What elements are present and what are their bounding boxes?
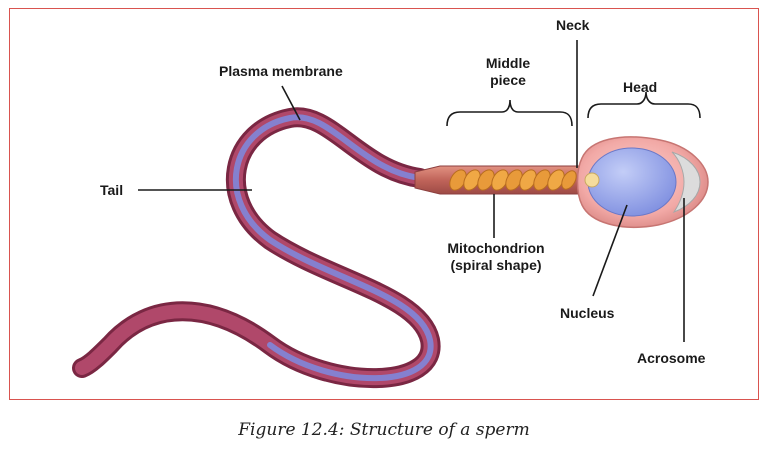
acrosome-shape	[671, 151, 701, 214]
nucleus-shape	[587, 147, 677, 217]
label-middle-piece: Middle piece	[472, 55, 544, 89]
middle-piece-bracket	[446, 99, 573, 127]
label-mitochondrion-line2: (spiral shape)	[450, 257, 542, 273]
label-mitochondrion: Mitochondrion (spiral shape)	[436, 240, 556, 274]
label-nucleus: Nucleus	[560, 305, 615, 321]
figure-caption: Figure 12.4: Structure of a sperm	[238, 420, 530, 440]
label-mitochondrion-line1: Mitochondrion	[447, 240, 545, 256]
head-bracket	[587, 91, 701, 119]
label-middle-piece-line1: Middle	[485, 55, 531, 71]
neck-centriole	[584, 172, 600, 188]
label-plasma-membrane: Plasma membrane	[219, 63, 343, 79]
head-shape	[576, 136, 709, 228]
nucleus-leader	[592, 204, 628, 297]
label-tail: Tail	[100, 182, 124, 198]
label-middle-piece-line2: piece	[490, 72, 526, 88]
label-head: Head	[623, 79, 658, 95]
middle-piece-shape	[414, 165, 581, 195]
label-acrosome: Acrosome	[637, 350, 706, 366]
label-neck: Neck	[556, 17, 590, 33]
tail-shape	[72, 107, 441, 389]
mitochondria-spiral	[449, 169, 577, 191]
plasma-membrane-leader	[281, 85, 301, 121]
